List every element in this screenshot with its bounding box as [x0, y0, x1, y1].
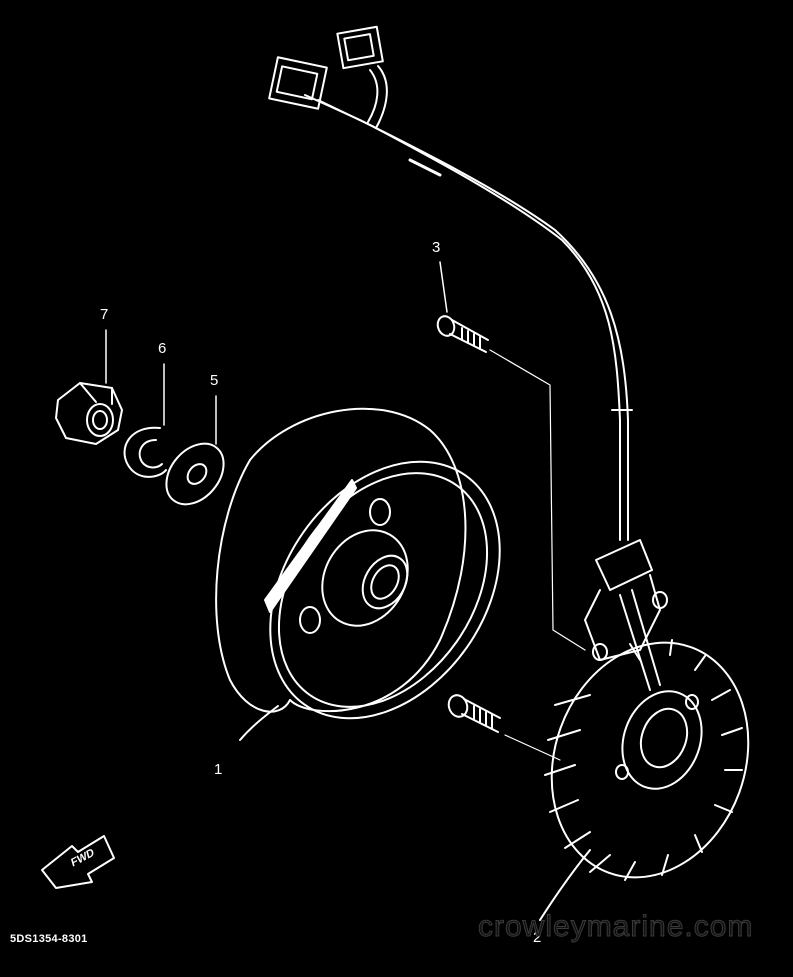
- callout-6: 6: [158, 340, 167, 357]
- nut-part: [55, 382, 123, 445]
- callout-1: 1: [214, 761, 223, 778]
- callout-5: 5: [210, 372, 219, 389]
- lock-washer-part: [123, 426, 167, 478]
- callout-2: 2: [533, 929, 542, 946]
- assembly-lines: [489, 349, 586, 761]
- callout-3: 3: [432, 239, 441, 256]
- screw-upper: [436, 315, 489, 353]
- screw-lower: [447, 694, 501, 733]
- wiring-harness: [268, 25, 633, 541]
- fwd-arrow-icon: [41, 835, 115, 889]
- watermark: crowleymarine.com: [477, 910, 754, 944]
- reference-code: 5DS1354-8301: [10, 933, 88, 945]
- washer-part: [165, 442, 225, 506]
- callout-leaders: [105, 261, 448, 445]
- flywheel-part: [215, 407, 501, 741]
- callout-7: 7: [100, 306, 109, 323]
- stator-part: [539, 539, 750, 921]
